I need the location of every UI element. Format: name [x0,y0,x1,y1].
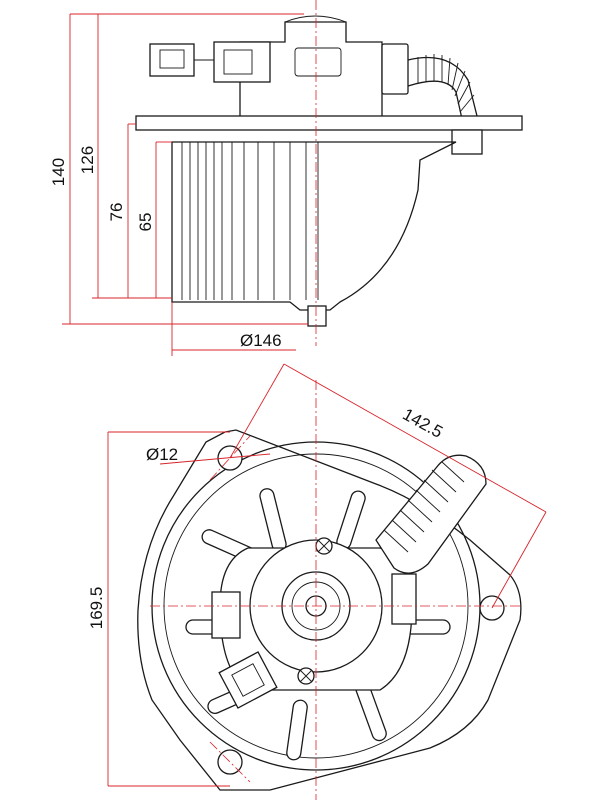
dim-overall-height: 140 [49,158,68,186]
cable-hose [375,454,487,574]
fan-wheel-blades [189,142,319,300]
terminal-block [218,651,278,709]
dim-wheel-height: 76 [107,203,126,222]
side-view [135,15,523,327]
dim-flange-height: 169.5 [87,587,106,630]
dim-wheel-diameter: Ø146 [240,331,282,350]
connector-plug [149,43,195,77]
side-dimensions: 140 126 76 65 Ø146 [49,13,308,356]
top-view [137,429,522,791]
dim-hole-spacing: 142.5 [399,405,445,442]
dim-hole-diameter: Ø12 [146,445,178,464]
connector-socket [213,41,271,83]
mounting-plate [135,115,523,131]
dim-wheel-inner-height: 65 [136,213,155,232]
dim-body-height: 126 [78,146,97,174]
